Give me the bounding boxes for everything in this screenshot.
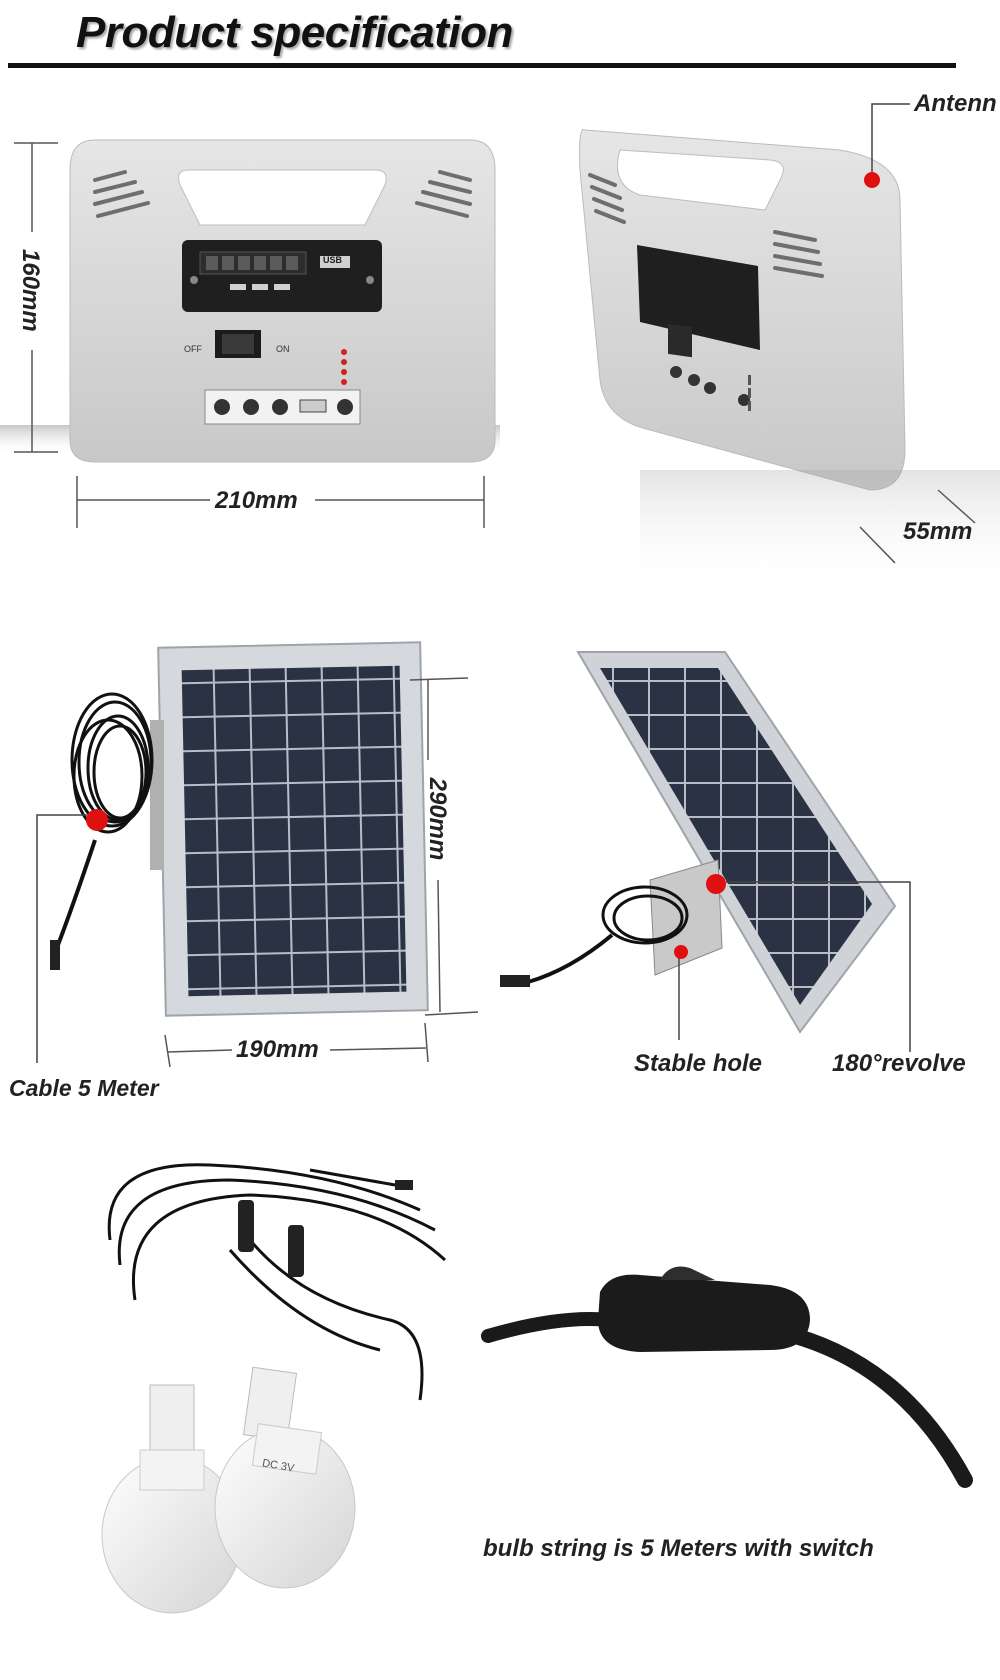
panel-width-label: 190mm	[236, 1036, 319, 1063]
title-divider	[8, 63, 956, 68]
bulb-string-caption: bulb string is 5 Meters with switch	[483, 1535, 874, 1562]
usb-port-label: USB	[323, 255, 343, 265]
solar-panel-front	[36, 641, 479, 1068]
revolve-label: 180°revolve	[832, 1050, 966, 1077]
panel-height-label: 290mm	[424, 777, 451, 861]
antenna-label: Antenn	[914, 90, 997, 117]
box-height-label: 160mm	[17, 249, 44, 332]
solar-panel-side	[500, 651, 911, 1052]
box-front-view	[0, 139, 500, 528]
box-width-label: 210mm	[215, 487, 298, 514]
box-side-view	[579, 103, 1000, 590]
page-title: Product specification	[76, 8, 513, 57]
switch-closeup	[481, 1266, 973, 1488]
cable-length-label: Cable 5 Meter	[9, 1075, 159, 1101]
switch-off-label: OFF	[184, 344, 202, 354]
bulb-string	[101, 1163, 447, 1614]
switch-on-label: ON	[276, 344, 290, 354]
stable-hole-label: Stable hole	[634, 1050, 763, 1077]
box-depth-label: 55mm	[903, 518, 973, 545]
